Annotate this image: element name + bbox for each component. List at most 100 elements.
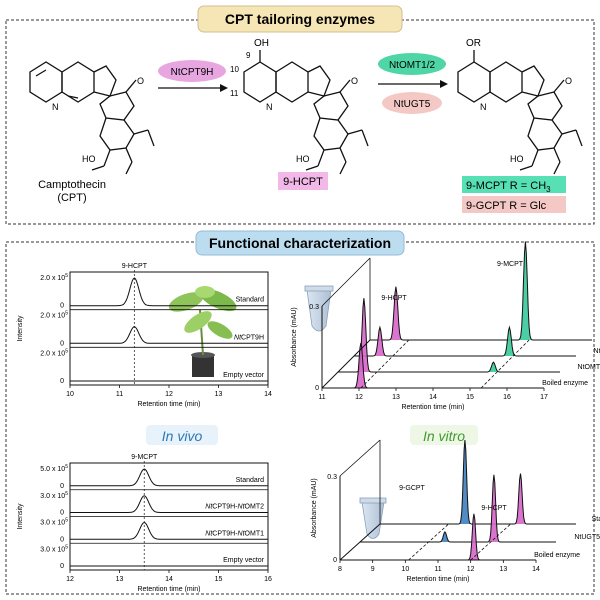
panel-bottom-right-xtick-label-1: 9 (371, 566, 375, 573)
panel-top-right-xtick-label-4: 15 (466, 394, 474, 401)
panel-top-left-frame (69, 271, 269, 386)
panel-bottom-left-xtick-label-0: 12 (66, 576, 74, 583)
panel-bottom-right-trace-label-1: NtUGT5 (574, 534, 600, 541)
tobacco-plant-illustration (168, 286, 237, 377)
panel-bottom-right-ytick-1: 0.3 (327, 474, 337, 481)
panel-top-right-trace-label-3: Boiled enzyme (542, 380, 588, 387)
panel-top-left-xtick-label-3: 13 (215, 391, 223, 398)
panel-bottom-right-z-axis (339, 523, 381, 561)
panel-bottom-left-ymax-1: 3.0 x 105 (40, 491, 68, 500)
panel-bottom-right-peak-label-1: 9-HCPT (481, 505, 507, 512)
panel-bottom-left-yzero-2: 0 (60, 536, 64, 543)
panel-top-right-peak-fill-1-0 (373, 327, 387, 356)
panel-bottom-left-yzero-1: 0 (60, 510, 64, 517)
panel-top-right-ytick-0: 0 (315, 385, 319, 392)
panel-top-right-trace-1 (354, 325, 576, 357)
n-label-3: N (480, 102, 487, 112)
top-panel-frame (5, 19, 595, 225)
panel-top-right-trace-2 (338, 298, 560, 373)
enzyme2-badge (378, 53, 446, 75)
panel-top-left-trace-label-1: NtCPT9H (234, 334, 264, 341)
panel-top-right-peak-fill-3-0 (354, 342, 368, 388)
panel-bottom-right-trace-1 (360, 474, 556, 543)
panel-top-right-peak-fill-0-1 (518, 241, 532, 340)
panel-bottom-left-trace-0 (70, 468, 268, 487)
bottom-panel-frame (5, 241, 595, 595)
panel-top-right-xtick-label-3: 14 (429, 394, 437, 401)
ho-label-3: HO (510, 154, 524, 164)
in-vitro-label: In vitro (423, 428, 465, 444)
panel-top-right-guide-1 (480, 339, 530, 389)
panel-top-left-ymax-1: 2.0 x 105 (40, 311, 68, 320)
panel-top-left-trace-label-0: Standard (236, 297, 265, 304)
panel-top-right-peak-fill-0-0 (389, 286, 403, 340)
panel-bottom-right-peak-fill-2-0 (468, 513, 480, 560)
compound1-name: Camptothecin (38, 179, 106, 191)
ho-label-1: HO (82, 154, 96, 164)
in-vitro-badge (410, 425, 478, 445)
o-label-3: O (565, 76, 572, 86)
panel-top-right-trace-label-2: NtOMT1 (578, 364, 600, 371)
panel-bottom-left-xlabel: Retention time (min) (137, 586, 200, 593)
enzyme1-badge (158, 60, 226, 82)
panel-bottom-left-xtick-label-1: 13 (116, 576, 124, 583)
panel-bottom-right-peak-fill-0-0 (459, 440, 471, 524)
9-gcpt-label-badge (462, 196, 566, 213)
panel-top-left-xtick-label-1: 11 (116, 391, 123, 398)
position-11: 11 (230, 89, 239, 98)
panel-bottom-left-peak-label: 9-MCPT (131, 454, 158, 461)
arrow-2-head (440, 80, 448, 88)
tube-icon-bottom (359, 497, 387, 539)
panel-top-right-trace-label-1: NtOMT2 (594, 348, 600, 355)
in-vivo-label: In vivo (162, 428, 203, 444)
panel-bottom-right-guide-1 (470, 523, 511, 561)
compound3-label-a: 9-MCPT R = CH3 (466, 180, 551, 194)
panel-bottom-right-trace-label-0: Standard (592, 516, 600, 523)
panel-top-right-peak-label-1: 9-MCPT (497, 261, 524, 268)
compound3-label-b: 9-GCPT R = Glc (466, 200, 547, 212)
enzyme3-label: NtUGT5 (394, 99, 431, 110)
panel-bottom-left-xtick-label-4: 16 (264, 576, 272, 583)
n-label-2: N (266, 102, 273, 112)
n-label-1: N (52, 102, 59, 112)
panel-bottom-right-z-axis-top (339, 439, 381, 477)
panel-top-left-ymax-2: 2.0 x 105 (40, 348, 68, 357)
panel-top-left-xtick-label-2: 12 (165, 391, 173, 398)
panel-bottom-right-peak-label-0: 9-GCPT (399, 485, 425, 492)
panel-bottom-left-ymax-2: 3.0 x 105 (40, 518, 68, 527)
panel-top-right-peak-fill-1-1 (502, 327, 516, 356)
panel-bottom-right-ylabel: Absorbance (mAU) (311, 478, 318, 538)
panel-top-left-trace-0 (70, 277, 268, 307)
panel-top-left-ymax-0: 2.0 x 105 (40, 273, 68, 282)
9-mcpt-gcpt-structure (457, 50, 583, 175)
panel-top-right-ytick-1: 0.3 (309, 304, 319, 311)
panel-top-left-xtick-label-0: 10 (66, 391, 74, 398)
panel-top-left-xlabel: Retention time (min) (137, 401, 200, 408)
panel-bottom-left-ylabel: Intensity (17, 503, 24, 530)
bottom-title: Functional characterization (209, 235, 391, 251)
ho-label-2: HO (296, 154, 310, 164)
panel-top-right-xtick-label-1: 12 (355, 394, 363, 401)
panel-bottom-right-peak-fill-1-0 (439, 531, 451, 542)
panel-bottom-right-xtick-label-2: 10 (401, 566, 409, 573)
enzyme1-label: NtCPT9H (171, 67, 214, 78)
panel-top-right-xlabel: Retention time (min) (401, 404, 464, 411)
panel-top-right-xtick-label-6: 17 (540, 394, 548, 401)
camptothecin-structure (29, 61, 155, 175)
panel-bottom-right-guide-0 (408, 523, 449, 561)
panel-bottom-left-trace-label-0: Standard (236, 477, 265, 484)
position-10: 10 (230, 65, 239, 74)
panel-top-left-ylabel: Intensity (17, 315, 24, 342)
panel-bottom-left-trace-label-2: NtCPT9H-NtOMT1 (205, 530, 264, 537)
tube-icon-top (304, 285, 334, 332)
panel-top-left-xtick-label-4: 14 (264, 391, 272, 398)
panel-top-right-peak-label-0: 9-HCPT (381, 295, 407, 302)
panel-bottom-right-xtick-label-0: 8 (338, 566, 342, 573)
panel-bottom-left-ymax-3: 3.0 x 105 (40, 544, 68, 553)
panel-top-right-guide-0 (360, 339, 410, 389)
oh-label: OH (254, 38, 269, 49)
panel-bottom-right-ytick-0: 0 (333, 557, 337, 564)
panel-top-right-z-axis-top (321, 257, 371, 307)
panel-top-right-peak-fill-2-1 (486, 362, 500, 372)
